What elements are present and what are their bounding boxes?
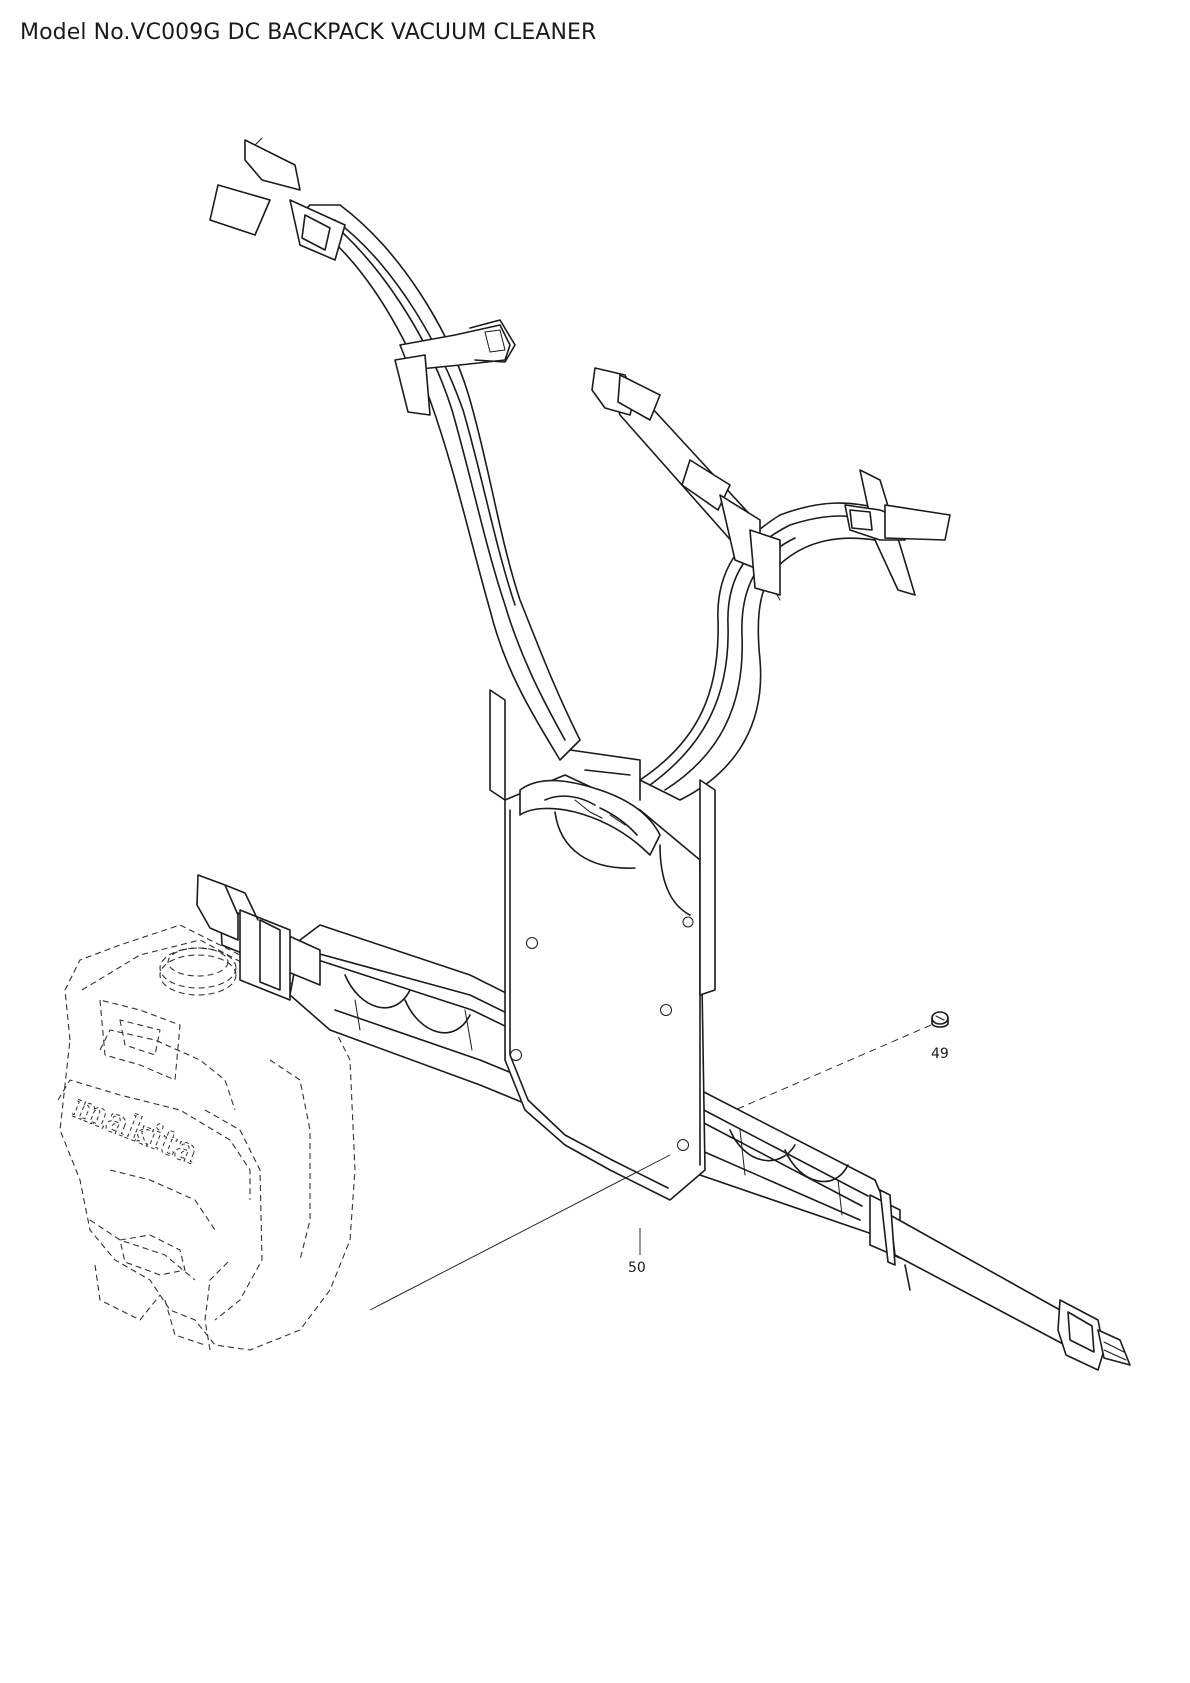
harness-frame <box>209 137 951 1201</box>
callout-49: 49 <box>931 1046 949 1062</box>
callout-50: 50 <box>628 1260 646 1276</box>
page-title: Model No.VC009G DC BACKPACK VACUUM CLEAN… <box>20 20 597 45</box>
leader-line-49 <box>734 1024 932 1111</box>
part-49-screw <box>931 1011 949 1028</box>
leader-lines <box>369 1024 932 1311</box>
leader-line-vacuum <box>369 1154 671 1311</box>
